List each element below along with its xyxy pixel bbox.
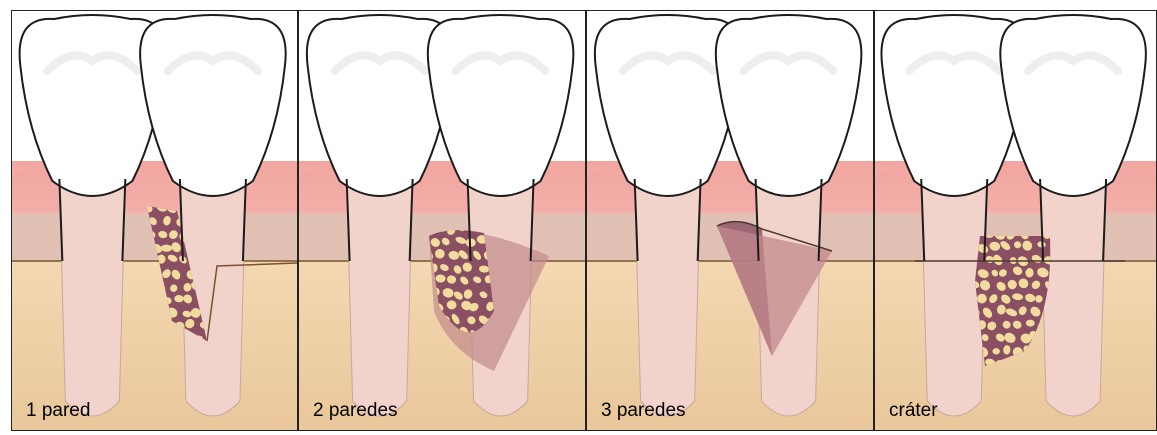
three-wall-defect-illustration bbox=[587, 11, 874, 431]
root-left bbox=[635, 181, 701, 416]
panel-two-wall: 2 paredes bbox=[298, 10, 586, 431]
panel-one-wall: 1 pared bbox=[11, 10, 298, 431]
panel-label: 1 pared bbox=[26, 400, 90, 422]
one-wall-defect-illustration bbox=[12, 11, 298, 431]
root-left bbox=[59, 181, 125, 416]
panel-label: cráter bbox=[889, 400, 938, 422]
panel-label: 3 paredes bbox=[601, 400, 686, 422]
root-left bbox=[347, 181, 413, 416]
panel-crater: cráter bbox=[874, 10, 1157, 431]
two-wall-defect-illustration bbox=[299, 11, 586, 431]
root-right bbox=[1040, 181, 1106, 416]
crater-defect-illustration bbox=[875, 11, 1157, 431]
panel-label: 2 paredes bbox=[313, 400, 398, 422]
panel-three-wall: 3 paredes bbox=[586, 10, 874, 431]
